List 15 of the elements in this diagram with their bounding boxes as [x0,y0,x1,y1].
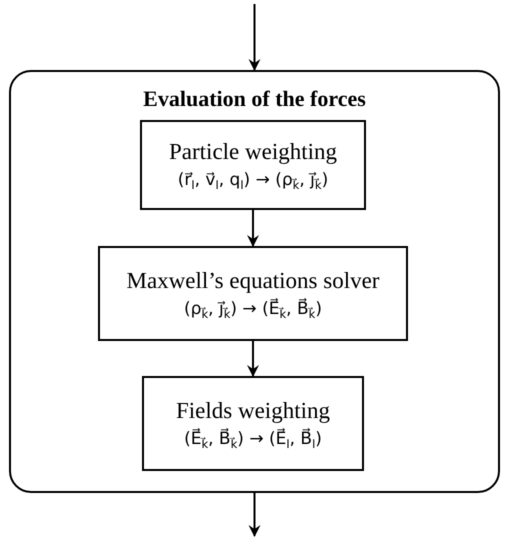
step-name: Maxwell’s equations solver [126,268,380,294]
formula: (r⃗$_{l}$, v⃗$_{l}$, q$_{l}$) → (ρ$_{k⃗}$, j⃗$_{k⃗}$) [178,171,328,191]
arrow [247,210,259,247]
process-box [98,246,408,341]
process-box [142,376,364,471]
arrow [247,341,259,377]
step-name: Particle weighting [169,139,337,166]
group-title: Evaluation of the forces [142,86,367,112]
arrow [248,4,260,71]
formula: (ρ$_{k⃗}$, j⃗$_{k⃗}$) → (E⃗$_{k⃗}$, B⃗$_{k⃗}$) [184,300,322,320]
arrow [248,493,260,537]
formula: (E⃗$_{k⃗}$, B⃗$_{k⃗}$) → (E⃗$_{l}$, B⃗$_{l}$) [184,430,322,450]
step-name: Fields weighting [176,398,330,424]
process-group [9,70,500,493]
process-box [140,120,366,210]
